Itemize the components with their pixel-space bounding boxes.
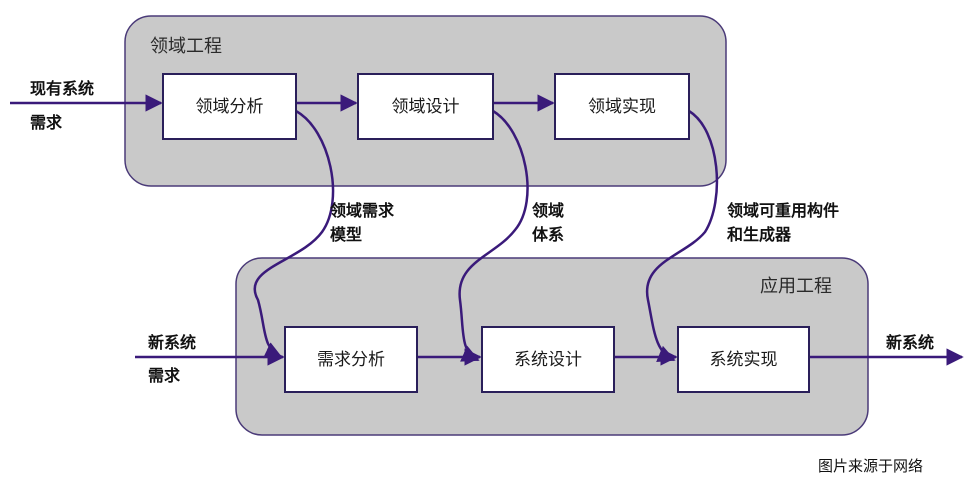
domain-analysis-label: 领域分析 [196, 97, 264, 117]
system-implementation-label: 系统实现 [710, 350, 778, 370]
requirements-model-label-2: 模型 [330, 225, 362, 244]
architecture-label-1: 领域 [532, 201, 564, 220]
reusable-components-label-2: 和生成器 [727, 225, 792, 244]
domain-engineering-title: 领域工程 [150, 36, 222, 57]
image-credit: 图片来源于网络 [818, 457, 923, 475]
domain-implementation-label: 领域实现 [588, 97, 656, 117]
existing-system-label: 现有系统 [30, 79, 94, 98]
system-design-box [481, 326, 615, 393]
application-engineering-title: 应用工程 [760, 276, 832, 297]
reusable-components-label-1: 领域可重用构件 [727, 201, 839, 220]
domain-analysis-box [162, 73, 297, 140]
system-implementation-box [677, 326, 810, 393]
requirements-analysis-box [284, 326, 418, 393]
requirements-model-label-1: 领域需求 [330, 201, 395, 220]
domain-implementation-box [554, 73, 690, 140]
requirements-analysis-label: 需求分析 [317, 350, 385, 370]
new-system-output-label: 新系统 [886, 333, 934, 352]
existing-requirements-label: 需求 [30, 113, 63, 132]
architecture-label-2: 体系 [532, 225, 564, 244]
reusable-components-flow [645, 109, 719, 362]
system-design-label: 系统设计 [514, 350, 582, 370]
domain-design-label: 领域设计 [392, 97, 460, 117]
new-requirements-label: 需求 [148, 366, 181, 385]
requirements-model-flow [253, 109, 335, 359]
architecture-flow [458, 109, 529, 362]
domain-design-box [357, 73, 494, 140]
new-system-requirements-label: 新系统 [148, 333, 196, 352]
